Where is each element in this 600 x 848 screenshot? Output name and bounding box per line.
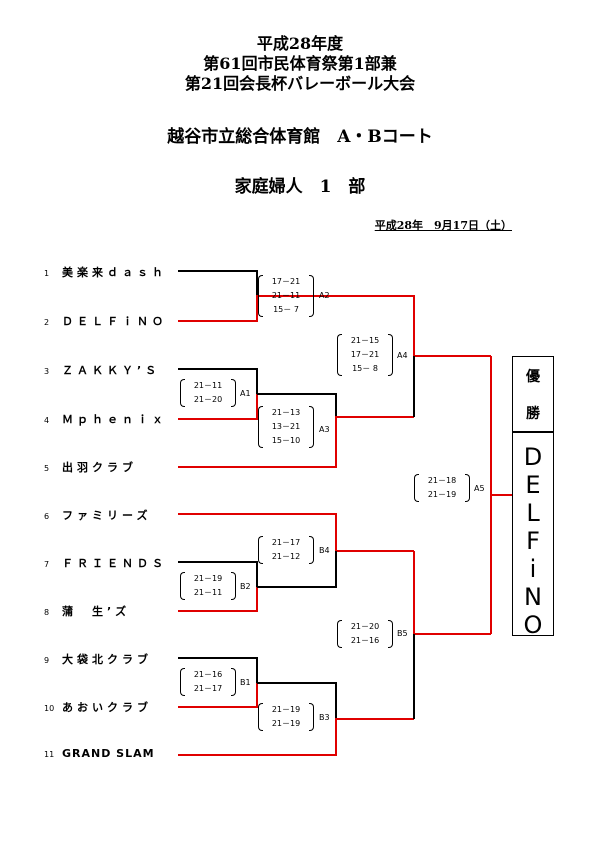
team-name: ＤＥＬＦｉＮＯ [62, 315, 167, 328]
match-a4-scores: 21－15 17－21 15－ 8 [337, 334, 393, 376]
set-score: 21－11 [193, 588, 223, 597]
team-name: 大袋北クラブ [62, 653, 152, 666]
team-number: 2 [44, 318, 50, 327]
team-number: 4 [44, 416, 50, 425]
team-name: ファミリーズ [62, 509, 152, 522]
set-score: 21－15 [350, 336, 380, 345]
team-number: 9 [44, 656, 50, 665]
match-a4-label: A4 [397, 351, 408, 360]
set-score: 17－21 [271, 277, 301, 286]
team-1: 1 美楽来ｄａｓｈ [44, 264, 167, 280]
team-9: 9 大袋北クラブ [44, 651, 152, 667]
team-11: 11 GRAND SLAM [44, 747, 155, 763]
team-number: 8 [44, 608, 50, 617]
team-number: 6 [44, 512, 50, 521]
team-7: 7 ＦＲＩＥＮＤＳ [44, 555, 167, 571]
set-score: 21－19 [271, 705, 301, 714]
set-score: 21－13 [271, 408, 301, 417]
set-score: 21－20 [350, 622, 380, 631]
team-2: 2 ＤＥＬＦｉＮＯ [44, 313, 167, 329]
team-name: Ｍｐｈｅｎｉｘ [62, 413, 167, 426]
set-score: 21－19 [193, 574, 223, 583]
champion-letter: L [526, 499, 540, 527]
team-10: 10 あおいクラブ [44, 699, 152, 715]
team-4: 4 Ｍｐｈｅｎｉｘ [44, 411, 167, 427]
match-a2-scores: 17－21 21－11 15－ 7 [258, 275, 314, 317]
champion-box: 優 勝 D E L F i N O [512, 356, 554, 639]
champion-letter: i [529, 555, 537, 583]
champion-letter: N [524, 583, 542, 611]
team-number: 1 [44, 269, 50, 278]
venue: 越谷市立総合体育館 A・Bコート [167, 127, 433, 147]
match-b3-label: B3 [319, 713, 330, 722]
match-b5-scores: 21－20 21－16 [337, 620, 393, 648]
event-title-line-2: 第21回会長杯バレーボール大会 [184, 74, 416, 93]
event-year: 平成28年度 [256, 34, 344, 53]
team-number: 7 [44, 560, 50, 569]
division: 家庭婦人 1 部 [234, 177, 366, 197]
match-b5-label: B5 [397, 629, 408, 638]
match-b2-label: B2 [240, 582, 251, 591]
match-b1-scores: 21－16 21－17 [180, 668, 236, 696]
set-score: 21－19 [271, 719, 301, 728]
set-score: 21－16 [193, 670, 223, 679]
team-name: GRAND SLAM [62, 747, 155, 760]
champion-letter: E [525, 471, 541, 499]
team-name: ＺＡＫＫＹ’Ｓ [62, 364, 161, 377]
match-a5-scores: 21－18 21－19 [414, 474, 470, 502]
team-number: 5 [44, 464, 50, 473]
team-name: あおいクラブ [62, 701, 152, 714]
match-a1-label: A1 [240, 389, 251, 398]
champion-heading-char: 優 [526, 368, 540, 385]
set-score: 21－20 [193, 395, 223, 404]
set-score: 15－ 8 [352, 364, 378, 373]
set-score: 15－ 7 [273, 305, 299, 314]
set-score: 15－10 [271, 436, 301, 445]
champion-letter: O [523, 611, 543, 639]
team-5: 5 出羽クラブ [44, 459, 137, 475]
set-score: 13－21 [271, 422, 301, 431]
champion-heading: 優 勝 [513, 357, 553, 433]
match-date: 平成28年 9月17日（土） [374, 219, 512, 232]
match-b2-scores: 21－19 21－11 [180, 572, 236, 600]
team-name: ＦＲＩＥＮＤＳ [62, 557, 167, 570]
match-a5-label: A5 [474, 484, 485, 493]
team-name: 美楽来ｄａｓｈ [62, 266, 167, 279]
team-number: 11 [44, 750, 55, 759]
champion-heading-char: 勝 [526, 405, 540, 422]
set-score: 21－11 [271, 291, 301, 300]
team-number: 3 [44, 367, 50, 376]
team-name: 蒲 生’ズ [62, 605, 131, 618]
match-a1-scores: 21－11 21－20 [180, 379, 236, 407]
match-a3-scores: 21－13 13－21 15－10 [258, 406, 314, 448]
match-b3-scores: 21－19 21－19 [258, 703, 314, 731]
team-3: 3 ＺＡＫＫＹ’Ｓ [44, 362, 160, 378]
team-6: 6 ファミリーズ [44, 507, 151, 523]
set-score: 21－17 [193, 684, 223, 693]
match-a2-label: A2 [319, 291, 330, 300]
match-b1-label: B1 [240, 678, 251, 687]
team-number: 10 [44, 704, 55, 713]
match-b4-scores: 21－17 21－12 [258, 536, 314, 564]
set-score: 21－18 [427, 476, 457, 485]
champion-letter: D [523, 443, 543, 471]
set-score: 21－17 [271, 538, 301, 547]
set-score: 21－16 [350, 636, 380, 645]
match-a3-label: A3 [319, 425, 330, 434]
set-score: 21－12 [271, 552, 301, 561]
champion-name: D E L F i N O [513, 433, 553, 639]
match-b4-label: B4 [319, 546, 330, 555]
set-score: 21－11 [193, 381, 223, 390]
champion-letter: F [526, 527, 540, 555]
set-score: 21－19 [427, 490, 457, 499]
team-8: 8 蒲 生’ズ [44, 603, 130, 619]
set-score: 17－21 [350, 350, 380, 359]
event-title-line-1: 第61回市民体育祭第1部兼 [203, 54, 397, 73]
team-name: 出羽クラブ [62, 461, 137, 474]
